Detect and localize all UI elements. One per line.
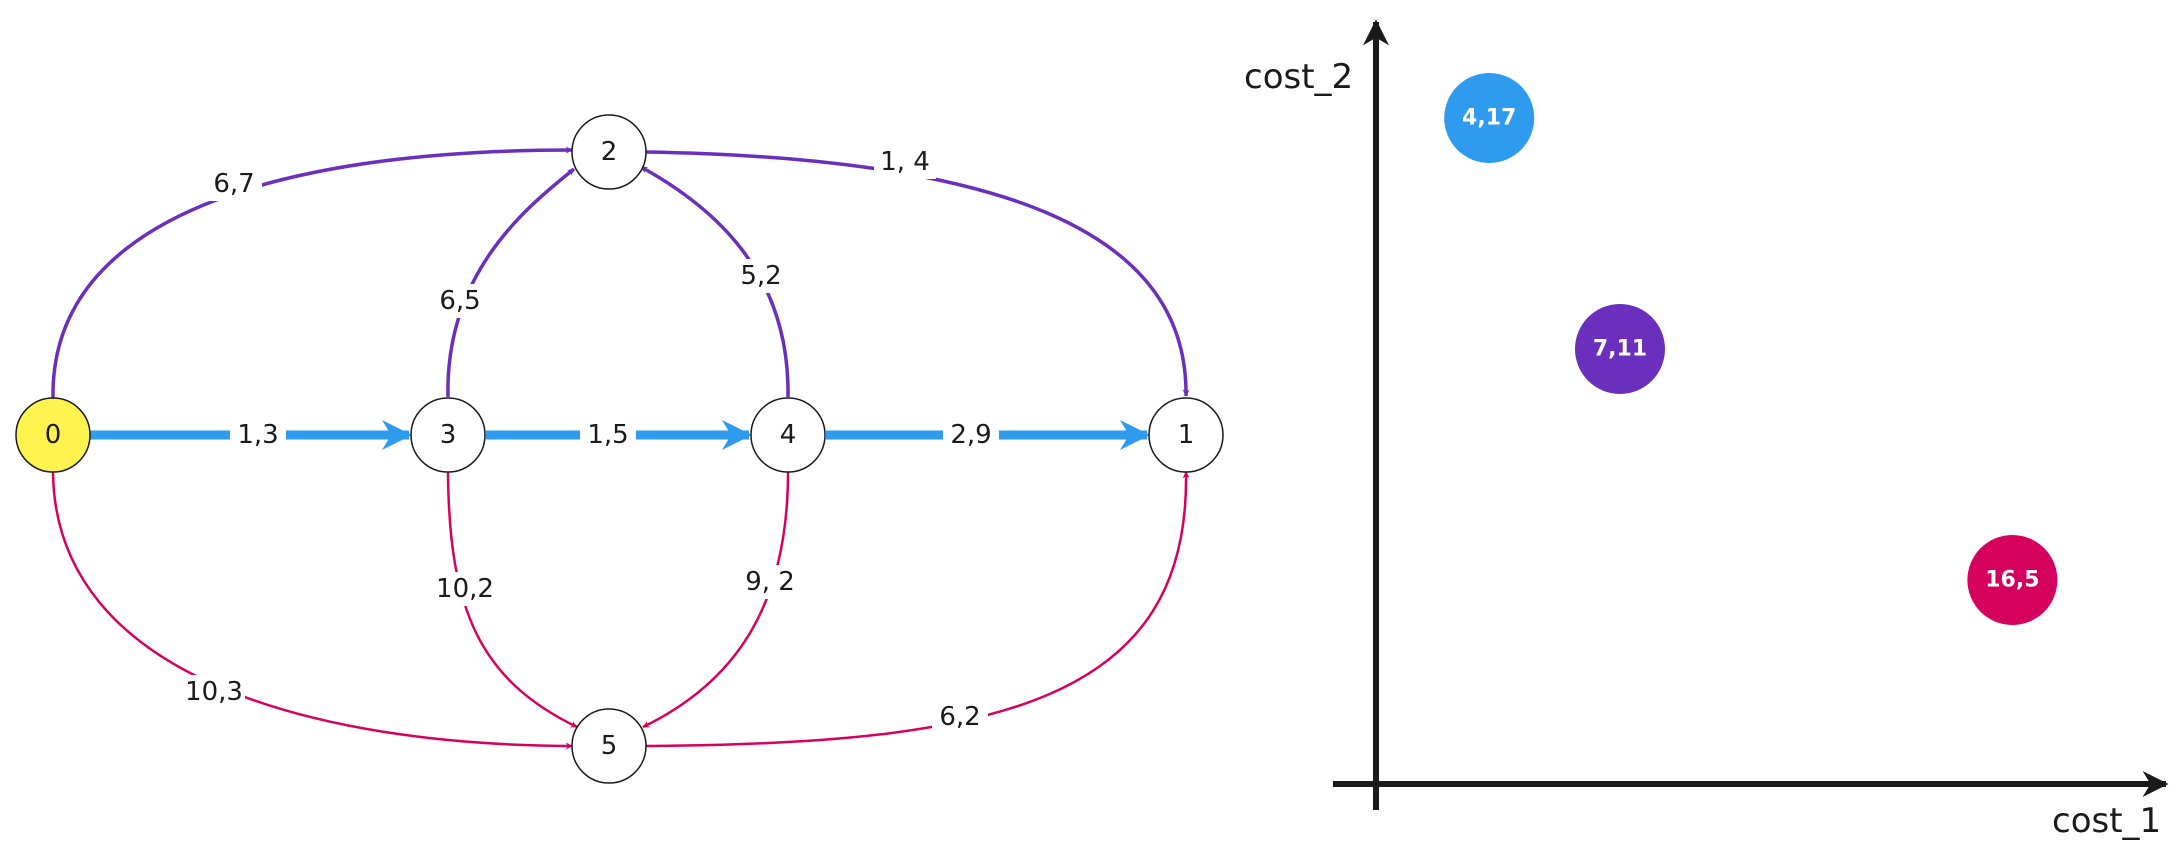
scatter-point-label-3: 16,5 (1985, 568, 2039, 593)
node-1: 1 (1148, 397, 1224, 473)
node-4: 4 (750, 397, 826, 473)
scatter-point-2 (1575, 304, 1665, 394)
edge-label-4-5: 9, 2 (745, 567, 795, 597)
edge-label-0-2: 6,7 (213, 169, 254, 199)
scatter-point-label-2: 7,11 (1593, 337, 1647, 362)
edge-4-2 (640, 165, 790, 398)
scatter-point-3 (1967, 535, 2058, 625)
edge-3-2 (446, 167, 576, 398)
edge-labels: 6,7 1, 4 6,5 5,2 1,3 1,5 2,9 10,2 9, 2 1… (183, 145, 999, 734)
edge-label-0-5: 10,3 (185, 677, 243, 707)
edge-0-5 (51, 471, 573, 750)
edge-5-1 (645, 471, 1190, 748)
node-5-label: 5 (601, 731, 618, 761)
node-5: 5 (571, 708, 647, 784)
edge-label-3-4: 1,5 (587, 420, 628, 450)
node-1-label: 1 (1178, 420, 1195, 450)
cost-scatter-chart: cost_2 cost_1 4,17 7,11 16,5 (1244, 19, 2169, 841)
edge-label-4-2: 5,2 (740, 261, 781, 291)
edge-label-0-3: 1,3 (237, 420, 278, 450)
node-2-label: 2 (601, 137, 618, 167)
edge-label-3-5: 10,2 (436, 574, 494, 604)
scatter-point-1 (1444, 73, 1535, 163)
scatter-point-label-1: 4,17 (1462, 106, 1516, 131)
node-2: 2 (571, 114, 647, 190)
edge-label-2-1: 1, 4 (880, 147, 930, 177)
edge-0-2 (51, 146, 573, 399)
scatter-points: 4,17 7,11 16,5 (1444, 73, 2058, 625)
edge-4-5 (642, 471, 790, 729)
y-axis-label: cost_2 (1244, 57, 1353, 97)
node-0: 0 (15, 397, 91, 473)
node-3: 3 (410, 397, 486, 473)
edge-2-1 (645, 150, 1190, 397)
node-0-label: 0 (45, 420, 62, 450)
node-4-label: 4 (780, 420, 797, 450)
edge-label-4-1: 2,9 (950, 420, 991, 450)
x-axis-label: cost_1 (2052, 801, 2161, 841)
edge-label-5-1: 6,2 (939, 702, 980, 732)
edge-label-3-2: 6,5 (439, 286, 480, 316)
node-3-label: 3 (440, 420, 457, 450)
edge-3-5 (446, 471, 578, 729)
